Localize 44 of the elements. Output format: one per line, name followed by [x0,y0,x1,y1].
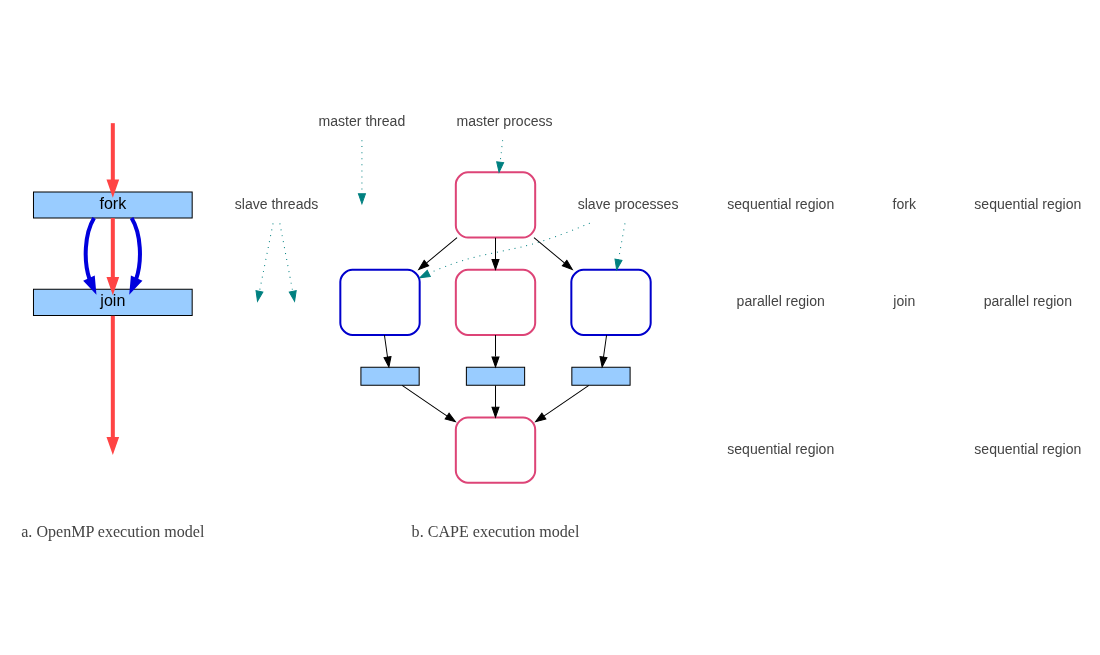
arrow [357,139,366,205]
arrow [418,222,590,279]
node-bar [465,366,525,386]
node-bar [570,366,631,386]
label: parallel region [983,293,1072,310]
arrow [491,334,499,368]
node-box: fork [32,191,193,219]
arrow [383,334,391,368]
arrow [105,123,119,198]
label: sequential region [726,440,834,457]
label: parallel region [736,293,825,310]
label: sequential region [726,195,834,212]
arrow [599,334,607,368]
arrow [534,384,589,423]
node-text: master thread [318,112,405,129]
arrow [82,217,96,295]
arrow [401,384,456,423]
node-text: slave threads [234,195,318,212]
arrow [495,139,504,173]
node-box [454,268,536,337]
node-box: join [32,288,193,316]
label: fork [892,195,916,212]
node-box [569,268,652,337]
arrow [278,222,297,302]
node-box [454,171,536,239]
label: sequential region [973,195,1081,212]
node-bar [359,366,420,386]
arrow [491,384,499,418]
arrow [105,218,119,296]
arrow [491,237,499,270]
arrow [105,315,119,456]
label: sequential region [973,440,1081,457]
label: a. OpenMP execution model [20,522,204,540]
arrow [532,237,573,270]
label: join [892,293,915,310]
node-box [454,416,536,484]
arrow [417,237,458,270]
arrow [255,222,274,302]
node-text: slave processes [577,195,678,212]
node-text: master process [456,112,553,129]
arrow [614,222,625,271]
arrow [128,217,142,295]
label: b. CAPE execution model [411,522,579,540]
node-box [338,268,421,337]
